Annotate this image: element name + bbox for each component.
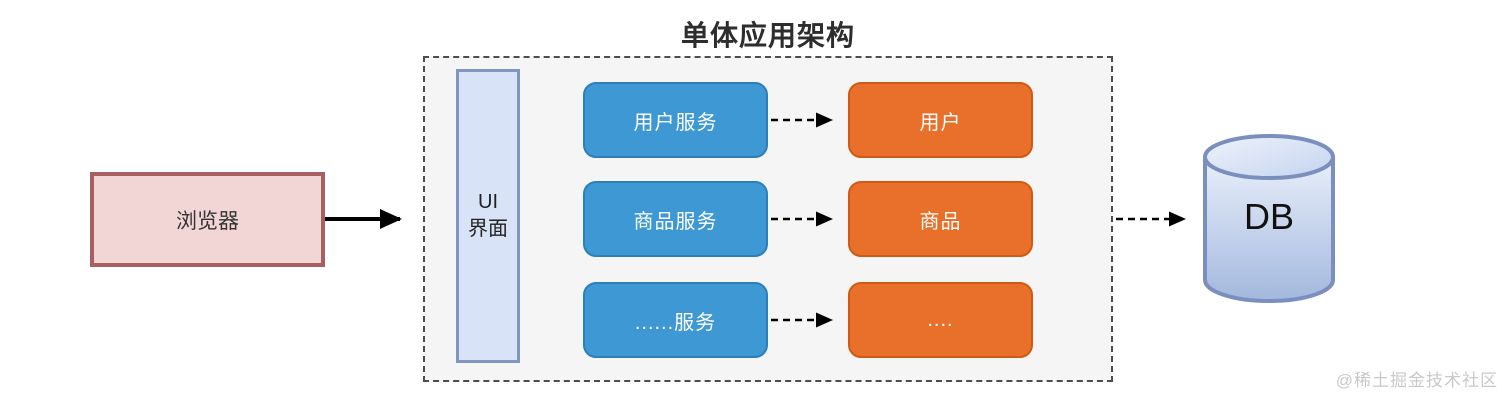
module-label: 用户 xyxy=(919,111,962,134)
service-node-other: ......服务 xyxy=(583,282,768,358)
module-node-other: .... xyxy=(848,282,1033,358)
browser-node: 浏览器 xyxy=(90,172,325,267)
database-cylinder-icon xyxy=(1203,134,1335,303)
service-node-product: 商品服务 xyxy=(583,181,768,257)
module-node-user: 用户 xyxy=(848,82,1033,158)
module-node-product: 商品 xyxy=(848,181,1033,257)
diagram-title: 单体应用架构 xyxy=(680,20,855,51)
service-node-user: 用户服务 xyxy=(583,82,768,158)
ui-layer-node: UI 界面 xyxy=(456,69,520,363)
service-label: 商品服务 xyxy=(633,210,718,233)
module-label: .... xyxy=(927,308,954,331)
browser-label: 浏览器 xyxy=(176,209,239,233)
service-label: ......服务 xyxy=(634,311,717,334)
service-label: 用户服务 xyxy=(633,111,718,134)
module-label: 商品 xyxy=(919,210,962,233)
ui-layer-label: UI 界面 xyxy=(468,191,508,240)
watermark-text: @稀土掘金技术社区 xyxy=(1335,371,1498,390)
database-label: DB xyxy=(1243,196,1294,237)
